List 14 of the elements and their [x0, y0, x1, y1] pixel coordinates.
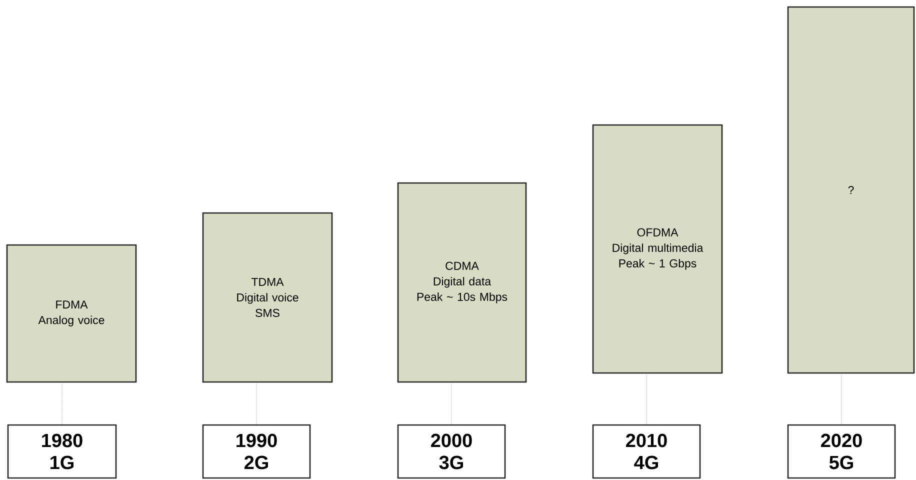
generation-box: OFDMA Digital multimedia Peak ~ 1 Gbps [592, 124, 723, 374]
connector-line [256, 382, 257, 425]
generation-box: FDMA Analog voice [6, 244, 137, 383]
year-box: 1990 2G [202, 424, 311, 479]
year-box: 2010 4G [592, 424, 701, 479]
year-box: 1980 1G [7, 424, 117, 479]
generation-box: TDMA Digital voice SMS [202, 212, 333, 383]
year-box: 2000 3G [397, 424, 506, 479]
generation-box: CDMA Digital data Peak ~ 10s Mbps [397, 182, 527, 383]
connector-line [451, 382, 452, 425]
year-box: 2020 5G [787, 424, 896, 479]
connector-line [841, 373, 842, 425]
generation-box: ? [787, 6, 915, 374]
connector-line [646, 373, 647, 425]
